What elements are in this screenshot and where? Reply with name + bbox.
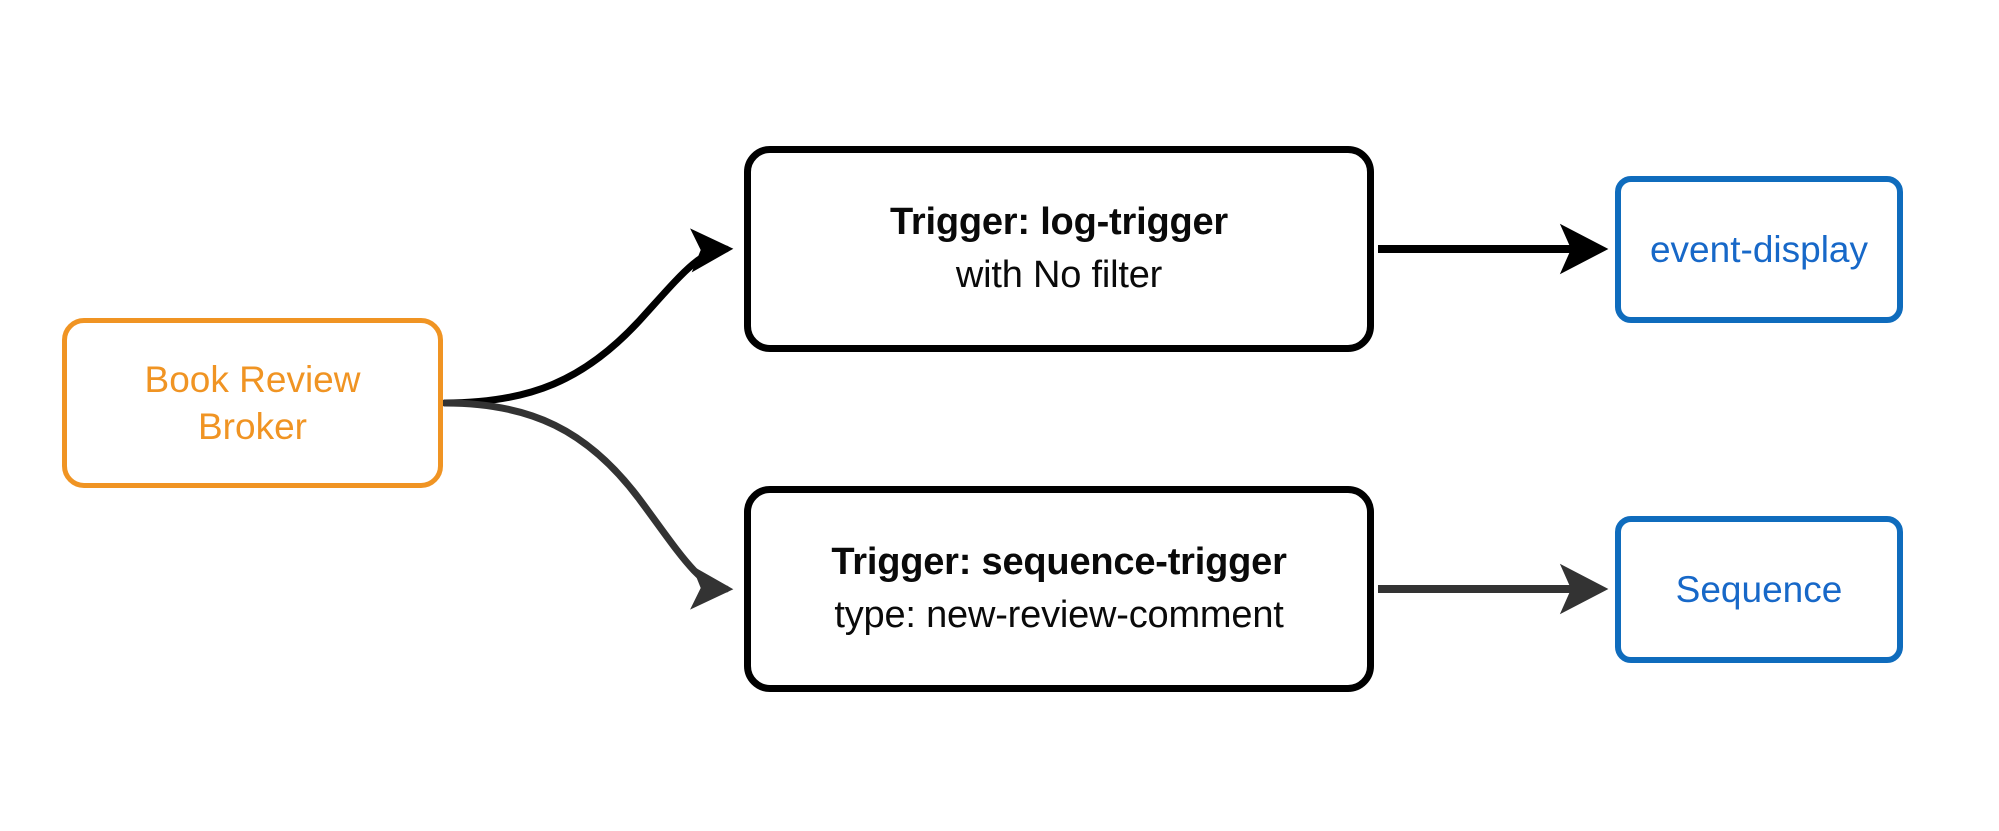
broker-label-line2: Broker	[198, 406, 307, 447]
node-book-review-broker[interactable]: Book Review Broker	[62, 318, 443, 488]
node-sequence[interactable]: Sequence	[1615, 516, 1903, 663]
trigger-sequence-subtitle: type: new-review-comment	[834, 594, 1284, 636]
trigger-sequence-title: Trigger: sequence-trigger	[831, 541, 1287, 584]
edge-broker-to-log-trigger	[441, 228, 734, 407]
node-trigger-log-trigger[interactable]: Trigger: log-trigger with No filter	[744, 146, 1374, 352]
event-display-label: event-display	[1649, 228, 1868, 270]
trigger-log-title: Trigger: log-trigger	[889, 201, 1228, 244]
edge-broker-to-sequence-trigger	[441, 399, 734, 610]
node-trigger-sequence-trigger[interactable]: Trigger: sequence-trigger type: new-revi…	[744, 486, 1374, 692]
sequence-label: Sequence	[1675, 568, 1843, 610]
broker-label-line1: Book Review	[144, 358, 361, 400]
trigger-log-subtitle: with No filter	[955, 254, 1163, 296]
node-event-display[interactable]: event-display	[1615, 176, 1903, 323]
